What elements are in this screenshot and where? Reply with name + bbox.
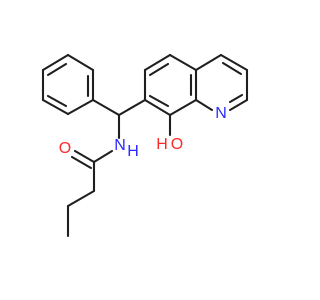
bond-ch-to-quinoline — [117, 98, 147, 117]
bond-carbonyl-double-a — [73, 149, 96, 164]
chemical-structure: O N H N H O — [41, 53, 249, 238]
bond-phenyl-inner-3 — [46, 94, 68, 108]
bond-phenyl-3 — [66, 98, 95, 116]
bond-phenyl-to-ch — [91, 98, 121, 117]
bond-p-inner-2 — [228, 93, 244, 104]
bond-p-5 — [194, 98, 214, 112]
central-linkage — [91, 98, 147, 140]
bond-phenyl-inner-1 — [46, 62, 68, 77]
bond-p-inner-1 — [221, 61, 243, 76]
amide-hydrogen-label: H — [127, 143, 139, 160]
bond-p-4 — [228, 98, 249, 112]
bond-q-5 — [143, 98, 172, 117]
ring-nitrogen-label: N — [215, 105, 227, 122]
bond-n-carbonyl — [92, 149, 114, 164]
bond-carbonyl-double-b — [70, 155, 93, 170]
bond-phenyl-6 — [41, 53, 70, 72]
bond-q-inner-3 — [148, 94, 170, 108]
hydroxyl-hydrogen-label: H — [156, 136, 168, 153]
bond-phenyl-1 — [66, 53, 95, 72]
hydroxyl-oxygen-label: O — [171, 136, 183, 153]
bond-q-4 — [168, 98, 198, 117]
bond-q-2 — [168, 53, 198, 72]
bond-q-1 — [143, 53, 172, 72]
quinoline-system — [143, 53, 249, 117]
amide-nitrogen-label: N — [114, 137, 126, 154]
phenyl-ring — [41, 53, 95, 116]
bond-p-1 — [194, 53, 223, 72]
butanamide-chain — [66, 149, 114, 238]
bond-alpha-to-beta — [66, 189, 96, 208]
bond-q-inner-1 — [148, 62, 170, 77]
bond-p-2 — [219, 53, 249, 72]
atom-labels: O N H N H O — [59, 105, 227, 160]
carbonyl-oxygen-label: O — [59, 140, 71, 157]
bond-phenyl-4 — [41, 98, 70, 116]
